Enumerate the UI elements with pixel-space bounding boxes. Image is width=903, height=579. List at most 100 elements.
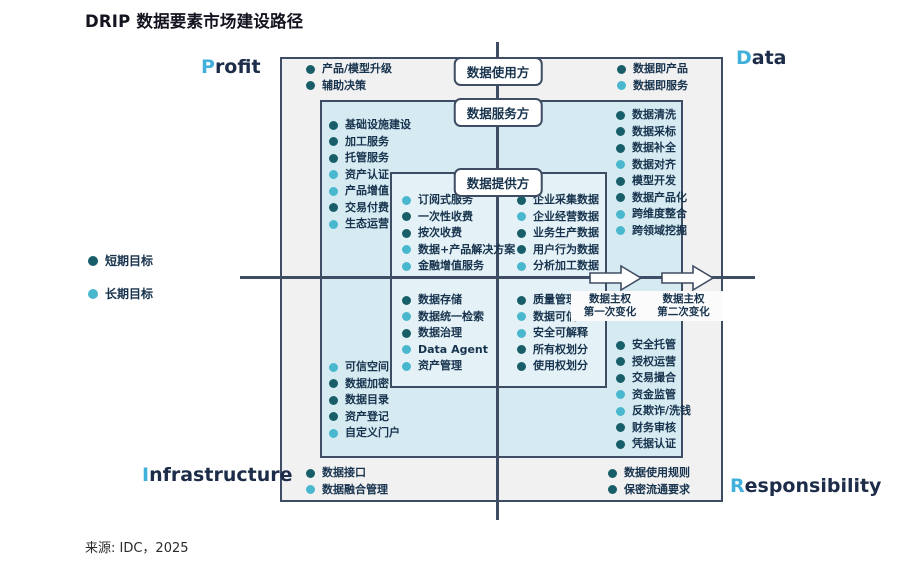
short-term-bullet-icon xyxy=(329,137,338,146)
list-item: 资金监管 xyxy=(616,387,691,401)
long-term-bullet-icon xyxy=(517,328,526,338)
list-item: 资产认证 xyxy=(329,168,411,181)
list-item: 数据即产品 xyxy=(617,63,688,75)
long-term-bullet-icon xyxy=(517,261,526,271)
item-label: 托管服务 xyxy=(345,151,389,164)
long-term-bullet-icon xyxy=(617,81,626,90)
item-label: 质量管理 xyxy=(533,293,577,306)
accent-letter: D xyxy=(736,47,752,69)
list-item: 加工服务 xyxy=(329,135,411,148)
list-item: 资产管理 xyxy=(402,360,488,372)
short-term-bullet-icon xyxy=(306,81,315,90)
list-item: 长期目标 xyxy=(88,288,153,300)
item-label: 数据+产品解决方案 xyxy=(418,242,516,256)
list-item: 短期目标 xyxy=(88,255,153,267)
item-label: 交易撮合 xyxy=(632,371,676,384)
item-label: 授权运营 xyxy=(632,354,676,368)
list-item: 数据清洗 xyxy=(616,109,687,121)
item-label: 生态运营 xyxy=(345,217,389,230)
list-item: 自定义门户 xyxy=(329,427,400,439)
sovereignty-second-change-arrow-icon xyxy=(661,264,715,292)
accent-letter: R xyxy=(730,475,745,497)
legend: 短期目标长期目标 xyxy=(88,255,153,300)
long-term-bullet-icon xyxy=(306,485,315,494)
sovereignty-second-change-label: 数据主权 第二次变化 xyxy=(644,291,723,321)
long-term-bullet-icon xyxy=(329,170,338,179)
service-layer-top-left-items: 基础设施建设加工服务托管服务资产认证产品增值交易付费生态运营 xyxy=(329,119,411,230)
long-term-bullet-icon xyxy=(329,428,338,438)
list-item: 跨维度整合 xyxy=(616,208,687,220)
short-term-bullet-icon xyxy=(517,361,526,371)
short-term-bullet-icon xyxy=(517,245,526,254)
page-title: DRIP 数据要素市场建设路径 xyxy=(85,12,304,31)
list-item: 质量管理 xyxy=(517,294,588,306)
item-label: 辅助决策 xyxy=(322,78,366,92)
long-term-bullet-icon xyxy=(616,390,625,399)
item-label: 安全托管 xyxy=(632,338,676,351)
list-item: 凭据认证 xyxy=(616,438,691,450)
item-label: 可信空间 xyxy=(345,360,389,373)
item-label: 产品增值 xyxy=(345,184,389,197)
vertical-axis-line xyxy=(496,42,499,520)
item-label: Data Agent xyxy=(418,342,489,356)
list-item: 一次性收费 xyxy=(402,210,515,223)
data-service-role-label: 数据服务方 xyxy=(453,98,543,127)
short-term-bullet-icon xyxy=(517,195,526,205)
item-label: 分析加工数据 xyxy=(533,259,599,272)
list-item: 数据对齐 xyxy=(616,157,687,171)
item-label: 数据对齐 xyxy=(632,157,676,171)
accent-letter: P xyxy=(201,56,215,78)
item-label: 资金监管 xyxy=(632,387,676,401)
item-label: 安全可解释 xyxy=(533,326,588,339)
list-item: 数据统一检索 xyxy=(402,310,488,323)
item-label: 数据存储 xyxy=(418,293,462,306)
list-item: 模型开发 xyxy=(616,175,687,187)
list-item: 产品增值 xyxy=(329,185,411,197)
item-label: 数据即产品 xyxy=(633,62,688,75)
list-item: 企业经营数据 xyxy=(517,210,599,223)
item-label: 财务审核 xyxy=(632,420,676,434)
quadrant-label-profit: Profit xyxy=(201,56,261,78)
item-label: 交易付费 xyxy=(345,200,389,214)
short-term-bullet-icon xyxy=(617,64,626,74)
long-term-bullet-icon xyxy=(616,226,625,235)
short-term-bullet-icon xyxy=(402,212,411,221)
provider-layer-top-right-items: 企业采集数据企业经营数据业务生产数据用户行为数据分析加工数据 xyxy=(517,194,599,272)
list-item: 数据使用规则 xyxy=(608,467,690,479)
long-term-bullet-icon xyxy=(616,160,625,169)
list-item: 数据加密 xyxy=(329,377,400,390)
short-term-bullet-icon xyxy=(329,153,338,163)
short-term-bullet-icon xyxy=(329,395,338,405)
sovereignty-label-line: 第一次变化 xyxy=(583,306,637,318)
long-term-bullet-icon xyxy=(517,212,526,221)
list-item: 数据接口 xyxy=(306,467,388,479)
long-term-bullet-icon xyxy=(402,245,411,254)
short-term-bullet-icon xyxy=(402,328,411,338)
list-item: 产品/模型升级 xyxy=(306,63,392,75)
list-item: 企业采集数据 xyxy=(517,194,599,206)
short-term-bullet-icon xyxy=(517,228,526,238)
list-item: 反欺诈/洗钱 xyxy=(616,405,691,417)
item-label: 业务生产数据 xyxy=(533,226,599,239)
item-label: 数据采标 xyxy=(632,124,676,138)
item-label: 企业采集数据 xyxy=(533,193,599,206)
source-note: 来源: IDC，2025 xyxy=(85,541,189,556)
list-item: 数据采标 xyxy=(616,124,687,138)
data-user-role-label: 数据使用方 xyxy=(453,57,543,86)
list-item: Data Agent xyxy=(402,342,489,356)
list-item: 托管服务 xyxy=(329,152,411,164)
short-term-bullet-icon xyxy=(402,228,411,238)
list-item: 生态运营 xyxy=(329,218,411,230)
short-term-bullet-icon xyxy=(517,345,526,354)
list-item: 可信空间 xyxy=(329,361,400,373)
long-term-bullet-icon xyxy=(517,312,526,321)
short-term-bullet-icon xyxy=(616,127,625,136)
list-item: 数据产品化 xyxy=(616,191,687,204)
provider-layer-bottom-right-items: 质量管理数据可信安全可解释所有权划分使用权划分 xyxy=(517,294,588,372)
responsibility-row-items: 数据使用规则保密流通要求 xyxy=(608,467,690,496)
long-term-bullet-icon xyxy=(329,186,338,196)
short-term-bullet-icon xyxy=(616,373,625,383)
item-label: 资产登记 xyxy=(345,409,389,423)
